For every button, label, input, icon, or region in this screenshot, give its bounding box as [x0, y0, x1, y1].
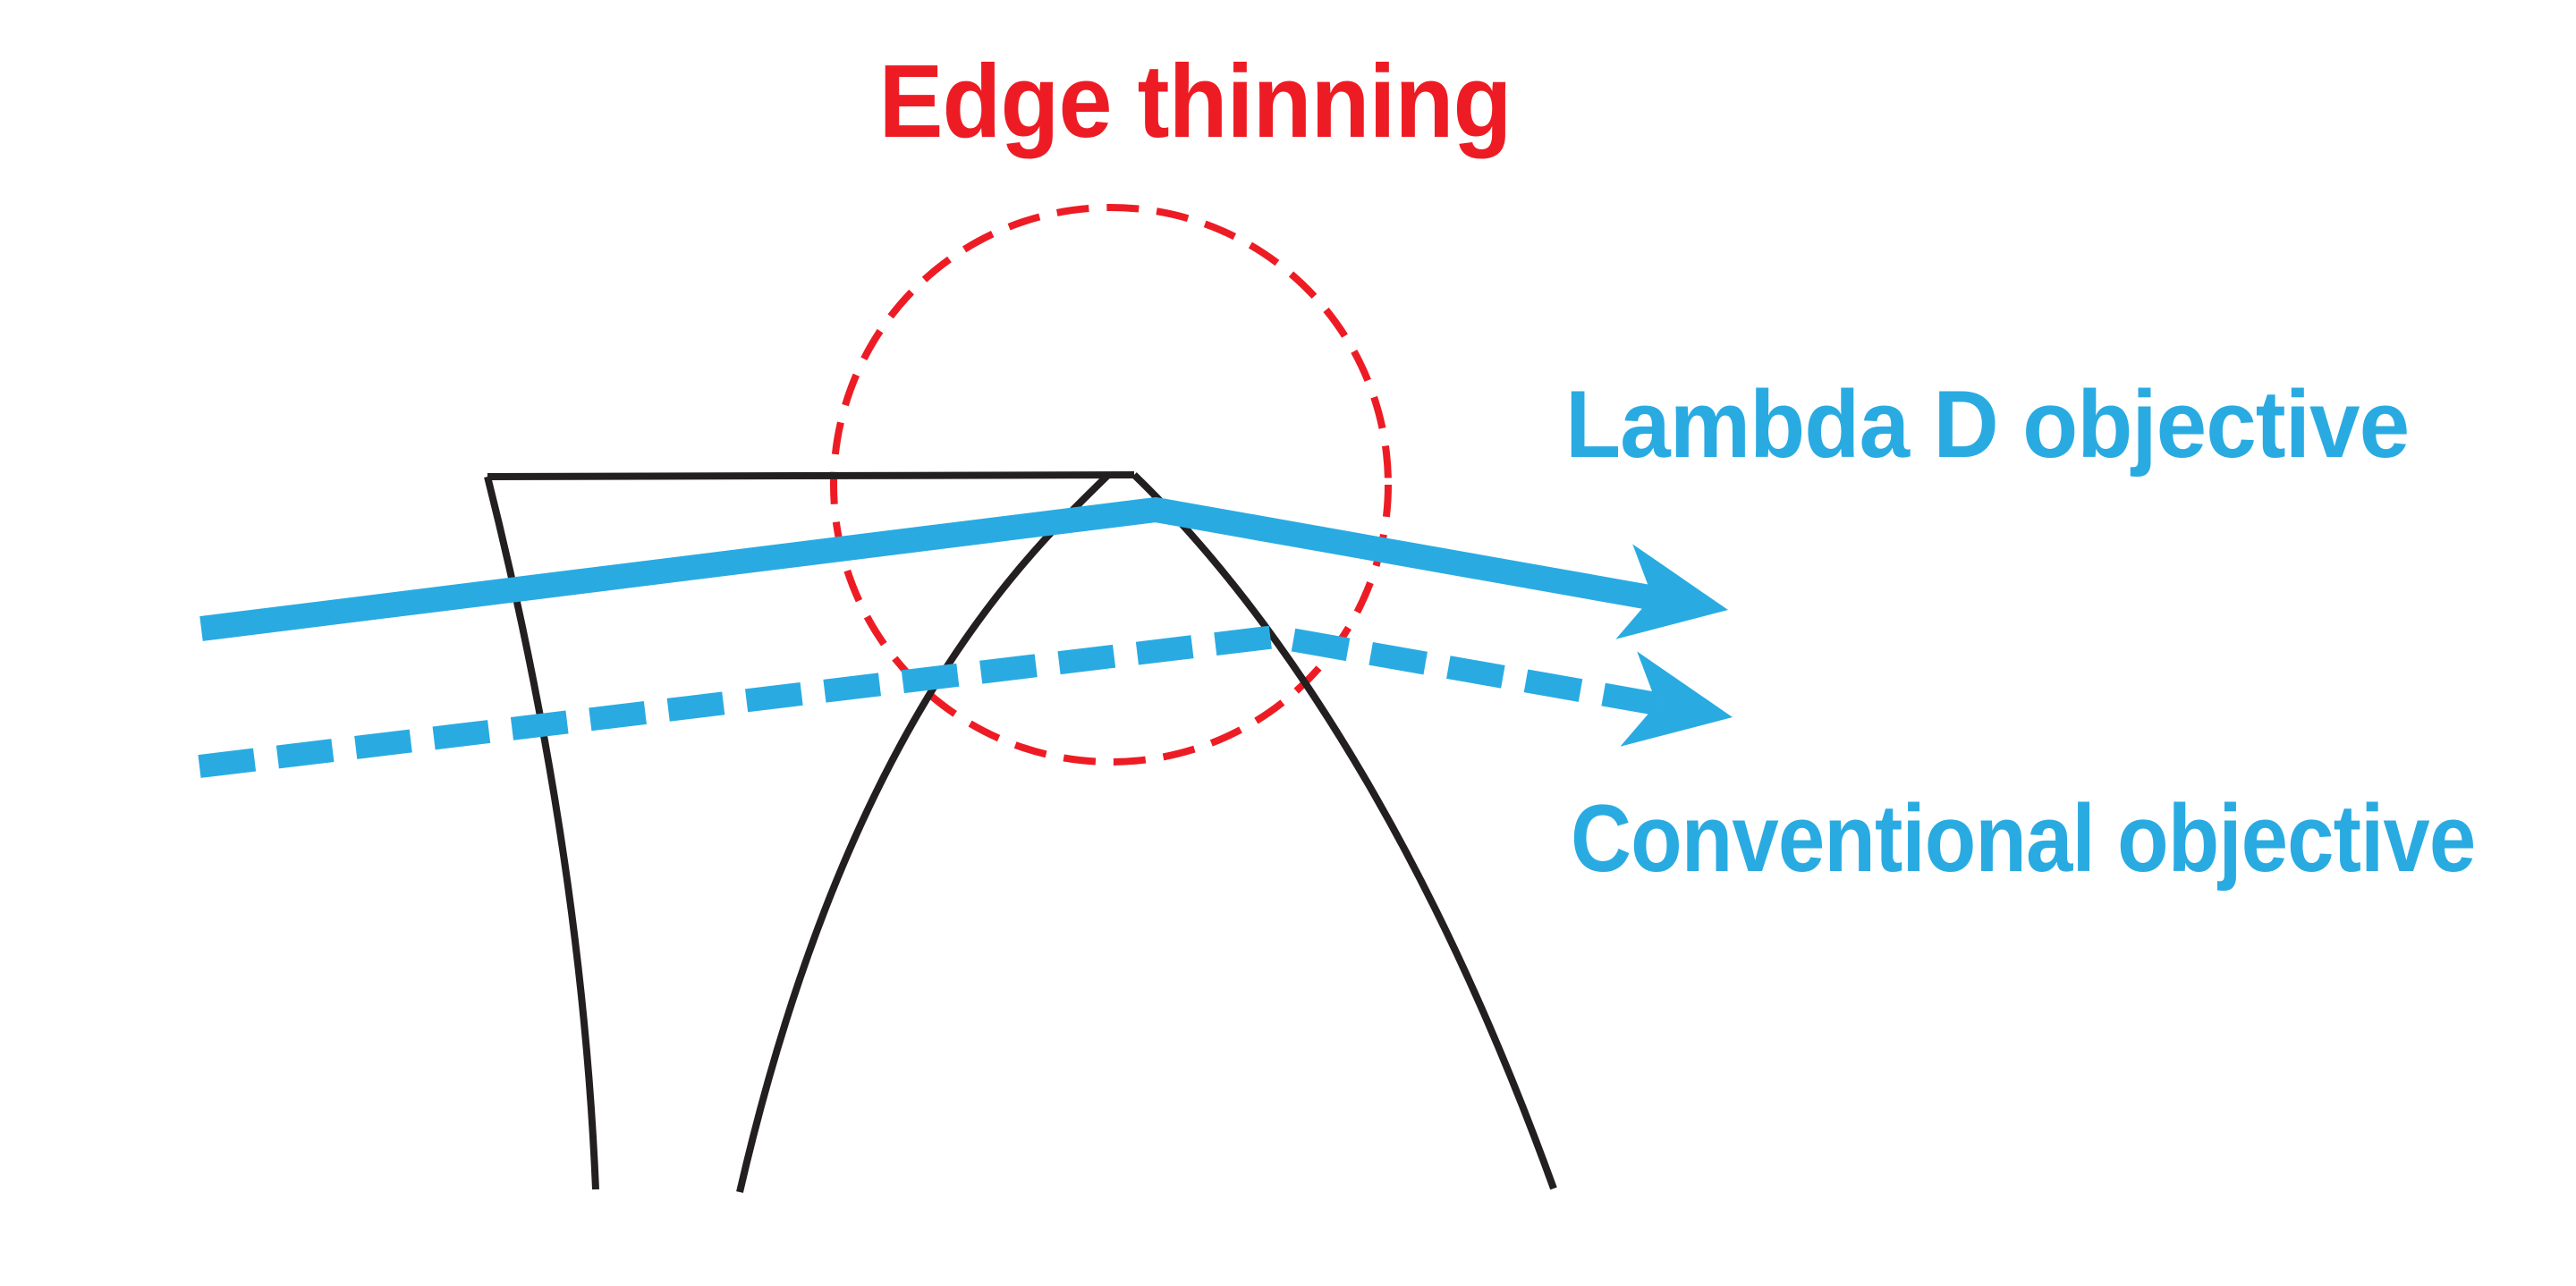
conventional-ray-dashed-arrow [198, 624, 1733, 778]
lambda-d-objective-label: Lambda D objective [1565, 370, 2410, 478]
lambda-d-ray-line [199, 496, 1657, 641]
conventional-ray-line [198, 624, 1659, 778]
conventional-objective-label: Conventional objective [1571, 784, 2476, 892]
conventional-lens-left-curve [736, 473, 1110, 1193]
lambda-d-ray-solid-arrow [199, 496, 1728, 641]
edge-thinning-highlight-circle [830, 204, 1392, 766]
conventional-ray-arrowhead-icon [1620, 651, 1733, 747]
edge-thinning-label: Edge thinning [878, 43, 1512, 159]
lambda-d-ray-arrowhead-icon [1615, 544, 1728, 639]
lambda-d-lens-top-edge [487, 471, 1135, 480]
lens-right-edge-curve [1131, 472, 1557, 1190]
